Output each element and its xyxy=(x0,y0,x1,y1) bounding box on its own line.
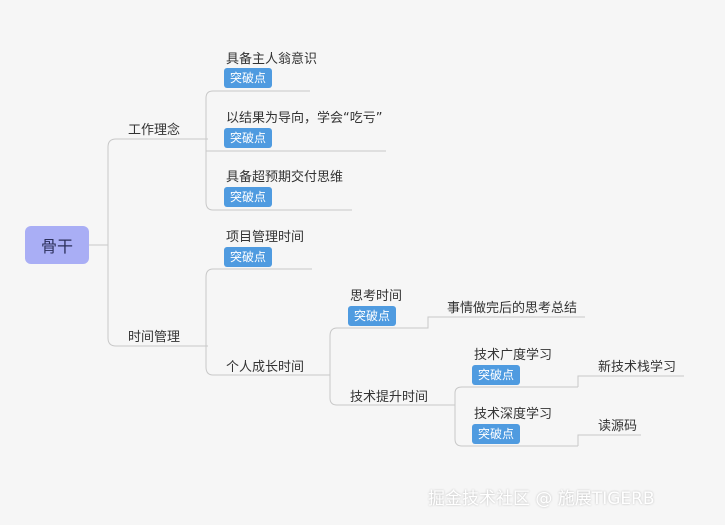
connector-line xyxy=(205,346,330,376)
connector-line xyxy=(89,138,208,246)
breakthrough-tag[interactable]: 突破点 xyxy=(224,187,273,207)
node-new-tech-stack[interactable]: 新技术栈学习 xyxy=(598,360,677,375)
connector-line xyxy=(329,375,455,406)
node-tech-improve-time[interactable]: 技术提升时间 xyxy=(350,390,429,405)
connector-line xyxy=(418,316,585,329)
breakthrough-tag[interactable]: 突破点 xyxy=(224,68,273,88)
node-reflection-summary[interactable]: 事情做完后的思考总结 xyxy=(447,301,578,316)
node-read-source[interactable]: 读源码 xyxy=(598,419,638,434)
breakthrough-tag[interactable]: 突破点 xyxy=(224,128,273,148)
breakthrough-tag[interactable]: 突破点 xyxy=(224,247,273,267)
branch-work-philosophy[interactable]: 工作理念 xyxy=(128,123,181,138)
node-result-oriented[interactable]: 以结果为导向，学会“吃亏” xyxy=(226,111,383,126)
node-tech-depth[interactable]: 技术深度学习 xyxy=(474,407,553,422)
connector-line xyxy=(205,139,352,211)
node-ownership-mindset[interactable]: 具备主人翁意识 xyxy=(226,52,318,67)
root-node[interactable]: 骨干 xyxy=(25,226,89,264)
breakthrough-tag[interactable]: 突破点 xyxy=(472,365,521,385)
watermark: 掘金技术社区 @ 施展TIGERB xyxy=(428,489,655,509)
node-project-time[interactable]: 项目管理时间 xyxy=(226,230,305,245)
node-thinking-time[interactable]: 思考时间 xyxy=(350,289,403,304)
connector-line xyxy=(454,405,578,447)
connector-line xyxy=(205,268,312,346)
connector-line xyxy=(205,90,310,139)
connector-line xyxy=(577,375,684,387)
node-exceed-expectation[interactable]: 具备超预期交付思维 xyxy=(226,170,344,185)
connector-line xyxy=(454,386,578,405)
branch-time-management[interactable]: 时间管理 xyxy=(128,330,181,345)
breakthrough-tag[interactable]: 突破点 xyxy=(348,306,397,326)
node-tech-breadth[interactable]: 技术广度学习 xyxy=(474,348,553,363)
connector-line xyxy=(107,245,208,347)
connector-line xyxy=(577,434,641,446)
breakthrough-tag[interactable]: 突破点 xyxy=(472,424,521,444)
connector-line xyxy=(329,327,418,375)
node-personal-growth-time[interactable]: 个人成长时间 xyxy=(226,360,305,375)
